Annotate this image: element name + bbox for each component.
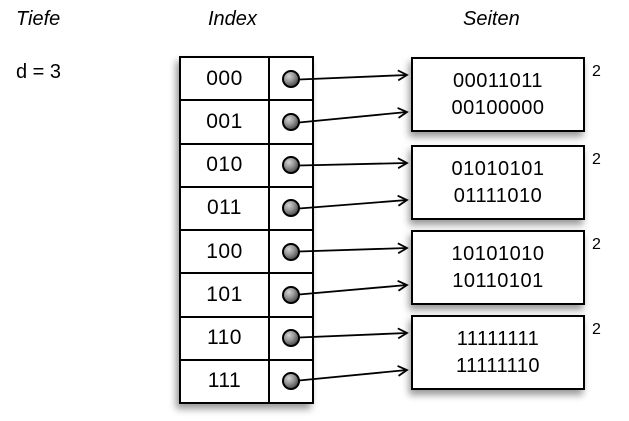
pointer-arrow — [298, 157, 409, 169]
pointer-dot-icon — [282, 242, 300, 261]
index-cell-pointer — [270, 101, 312, 142]
index-table-row: 011 — [181, 187, 312, 231]
index-cell-pointer — [270, 361, 312, 402]
index-cell-label: 110 — [181, 317, 270, 359]
page-box: 10101010 10110101 — [411, 230, 585, 305]
pointer-arrow — [298, 107, 409, 124]
index-table-row: 010 — [181, 144, 312, 188]
pointer-arrow — [298, 365, 409, 382]
local-depth-label: 2 — [592, 236, 601, 253]
index-cell-label: 000 — [181, 58, 270, 100]
index-cell-pointer — [270, 145, 312, 186]
page-value-1: 00011011 — [452, 69, 543, 92]
pointer-dot-icon — [282, 199, 300, 218]
page-value-1: 01010101 — [451, 157, 545, 180]
index-table-row: 110 — [181, 317, 312, 361]
pointer-dot-icon — [282, 69, 300, 88]
index-table-row: 001 — [181, 101, 312, 145]
index-cell-pointer — [270, 231, 312, 272]
pointer-arrow — [298, 69, 409, 82]
global-depth-value: d = 3 — [16, 61, 62, 83]
page-value-2: 10110101 — [452, 269, 544, 292]
page-box: 11111111 11111110 — [411, 315, 585, 390]
pointer-dot-icon — [282, 285, 300, 304]
pointer-arrow — [298, 242, 409, 255]
page-box: 00011011 00100000 — [411, 57, 585, 132]
index-table-row: 000 — [181, 58, 312, 102]
page-value-1: 11111111 — [456, 327, 540, 350]
page-value-2: 00100000 — [451, 96, 545, 119]
local-depth-label: 2 — [592, 321, 601, 338]
index-cell-pointer — [270, 188, 312, 229]
index-cell-pointer — [270, 318, 312, 359]
index-table: 000 001 010 011 100 101 110 — [179, 56, 314, 404]
index-cell-label: 101 — [181, 274, 270, 316]
index-column-header: Index — [208, 8, 257, 30]
index-cell-pointer — [270, 274, 312, 315]
pointer-dot-icon — [282, 372, 300, 391]
index-cell-pointer — [270, 58, 312, 99]
pointer-arrow — [298, 194, 409, 210]
pointer-dot-icon — [282, 329, 300, 348]
local-depth-label: 2 — [592, 151, 601, 168]
index-table-row: 111 — [181, 360, 312, 402]
pointer-dot-icon — [282, 112, 300, 131]
local-depth-label: 2 — [592, 63, 601, 80]
index-cell-label: 010 — [181, 144, 270, 186]
page-box: 01010101 01111010 — [411, 145, 585, 220]
pages-column-header: Seiten — [463, 8, 520, 30]
index-cell-label: 111 — [181, 360, 270, 402]
index-table-row: 101 — [181, 274, 312, 318]
pointer-arrow — [298, 327, 409, 340]
index-cell-label: 011 — [181, 187, 270, 229]
pointer-arrow — [298, 279, 409, 296]
page-value-2: 01111010 — [453, 184, 543, 207]
index-table-row: 100 — [181, 231, 312, 275]
index-cell-label: 001 — [181, 101, 270, 143]
page-value-2: 11111110 — [455, 354, 541, 377]
depth-column-header: Tiefe — [16, 8, 61, 30]
pointer-dot-icon — [282, 156, 300, 175]
index-cell-label: 100 — [181, 231, 270, 273]
page-value-1: 10101010 — [451, 242, 545, 265]
